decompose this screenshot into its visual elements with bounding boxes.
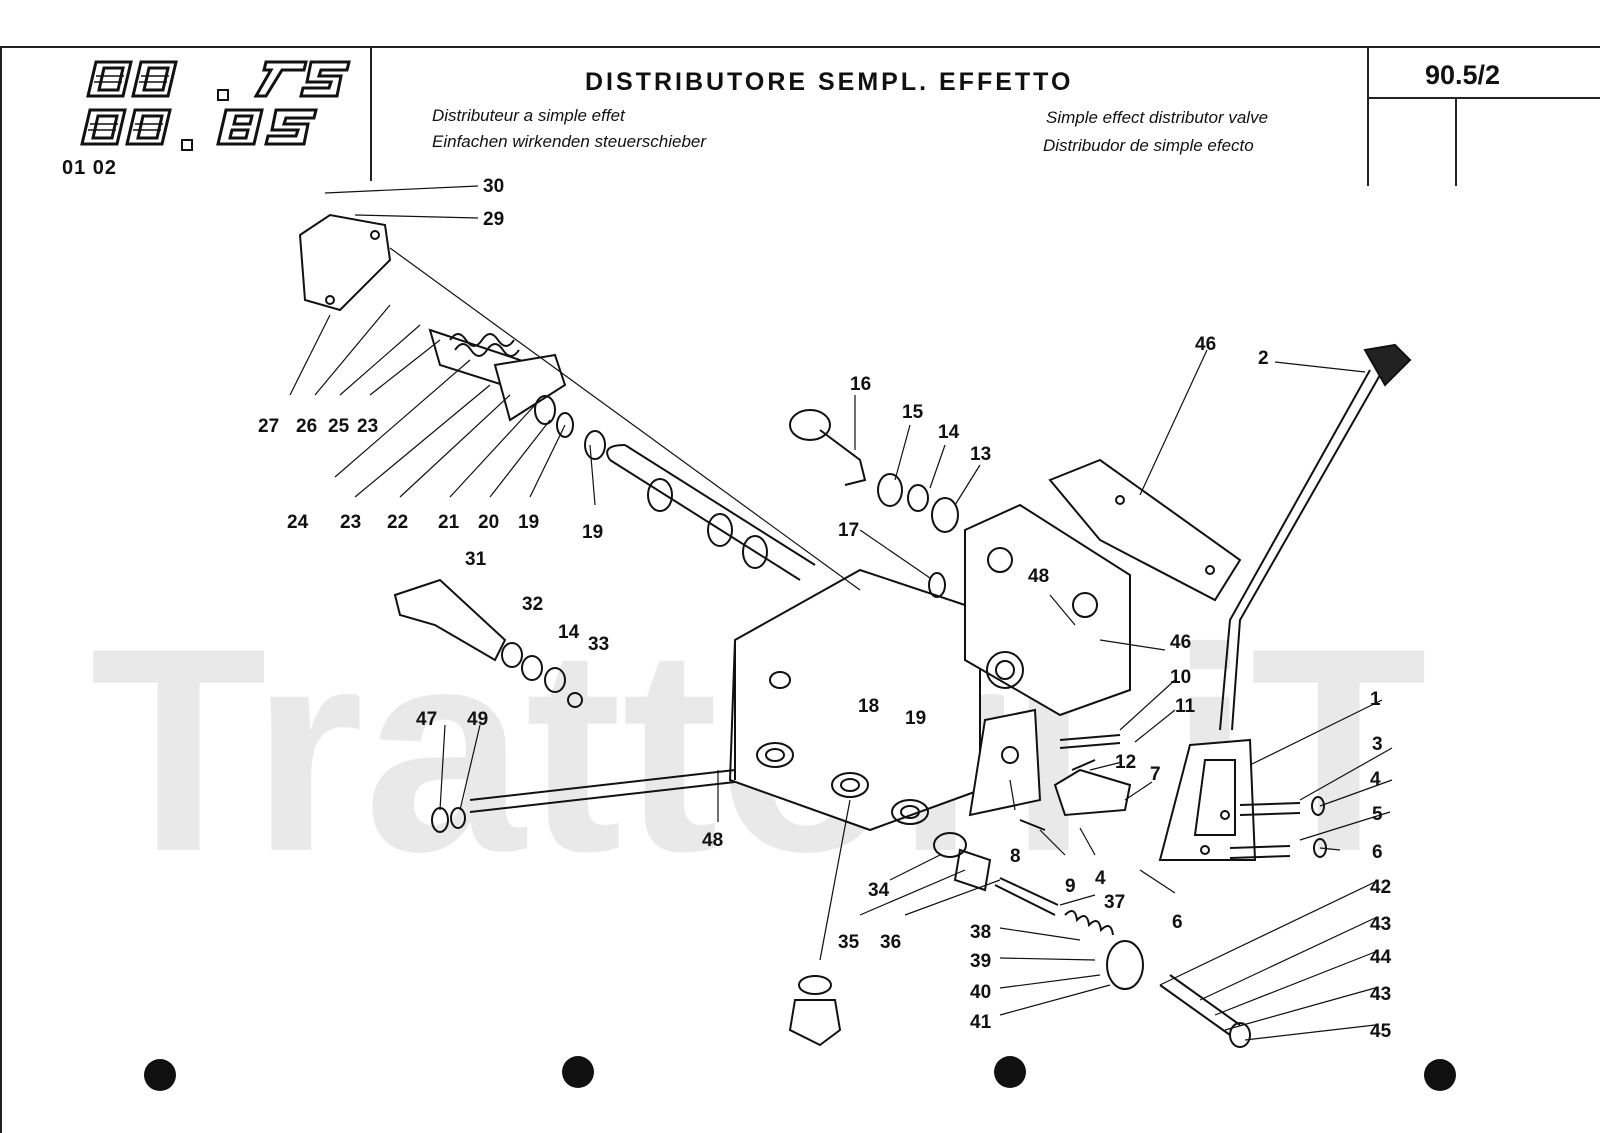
label-34: 34 (868, 880, 890, 901)
left-margin-rule (0, 46, 2, 1133)
model-codes: 01 02 (62, 157, 118, 179)
page-title: DISTRIBUTORE SEMPL. EFFETTO (585, 68, 1074, 96)
label-19b: 19 (582, 522, 603, 543)
punch-hole (1424, 1059, 1456, 1091)
label-29: 29 (483, 209, 504, 230)
label-23b: 23 (340, 512, 361, 533)
label-3: 3 (1372, 734, 1383, 755)
subtitle-german: Einfachen wirkenden steuerschieber (432, 132, 707, 151)
label-13: 13 (970, 444, 991, 465)
label-38: 38 (970, 922, 991, 943)
label-42: 42 (1370, 877, 1391, 898)
label-9: 9 (1065, 876, 1076, 897)
part-labels: 30 29 27 26 25 23 24 23 22 21 20 19 19 1… (258, 176, 1392, 1042)
label-37: 37 (1104, 892, 1125, 913)
code-box-rule (1367, 97, 1600, 99)
label-44: 44 (1370, 947, 1392, 968)
label-46b: 46 (1170, 632, 1191, 653)
label-19c: 19 (905, 708, 926, 729)
label-40: 40 (970, 982, 991, 1003)
label-35: 35 (838, 932, 860, 953)
subtitle-spanish: Distribudor de simple efecto (1043, 136, 1254, 155)
header-divider-left (370, 46, 372, 181)
label-1: 1 (1370, 689, 1381, 710)
label-48: 48 (1028, 566, 1049, 587)
label-16: 16 (850, 374, 871, 395)
label-30: 30 (483, 176, 504, 197)
label-8: 8 (1010, 846, 1021, 867)
label-48b: 48 (702, 830, 723, 851)
subtitle-french: Distributeur a simple effet (432, 106, 625, 125)
label-19: 19 (518, 512, 539, 533)
subtitle-english: Simple effect distributor valve (1046, 108, 1269, 127)
label-21: 21 (438, 512, 460, 533)
label-46: 46 (1195, 334, 1216, 355)
label-14: 14 (938, 422, 960, 443)
label-41: 41 (970, 1012, 992, 1033)
label-2: 2 (1258, 348, 1269, 369)
label-6b: 6 (1172, 912, 1183, 933)
label-5: 5 (1372, 804, 1383, 825)
label-14b: 14 (558, 622, 580, 643)
leader-lines (289, 185, 1393, 1041)
label-20: 20 (478, 512, 499, 533)
code-box-divider (1455, 97, 1457, 186)
punch-hole (994, 1056, 1026, 1088)
label-10: 10 (1170, 667, 1191, 688)
label-36: 36 (880, 932, 901, 953)
label-31: 31 (465, 549, 487, 570)
label-43: 43 (1370, 914, 1391, 935)
label-15: 15 (902, 402, 924, 423)
label-18: 18 (858, 696, 879, 717)
distributor-parts (298, 213, 1412, 1048)
label-4: 4 (1370, 769, 1381, 790)
label-27: 27 (258, 416, 279, 437)
punch-hole (562, 1056, 594, 1088)
model-logo (80, 60, 351, 151)
label-7: 7 (1150, 764, 1161, 785)
label-39: 39 (970, 951, 991, 972)
label-12: 12 (1115, 752, 1136, 773)
label-47: 47 (416, 709, 437, 730)
label-24: 24 (287, 512, 309, 533)
label-32: 32 (522, 594, 543, 615)
label-33: 33 (588, 634, 609, 655)
punch-hole (144, 1059, 176, 1091)
header-divider-right (1367, 46, 1369, 186)
label-49: 49 (467, 709, 488, 730)
page-code: 90.5/2 (1425, 60, 1501, 90)
header-top-rule (0, 46, 1600, 48)
label-45: 45 (1370, 1021, 1392, 1042)
label-11: 11 (1175, 696, 1196, 717)
label-17: 17 (838, 520, 859, 541)
label-6: 6 (1372, 842, 1383, 863)
label-25: 25 (328, 416, 350, 437)
label-43b: 43 (1370, 984, 1391, 1005)
label-23: 23 (357, 416, 378, 437)
label-4b: 4 (1095, 868, 1106, 889)
label-26: 26 (296, 416, 317, 437)
label-22: 22 (387, 512, 408, 533)
